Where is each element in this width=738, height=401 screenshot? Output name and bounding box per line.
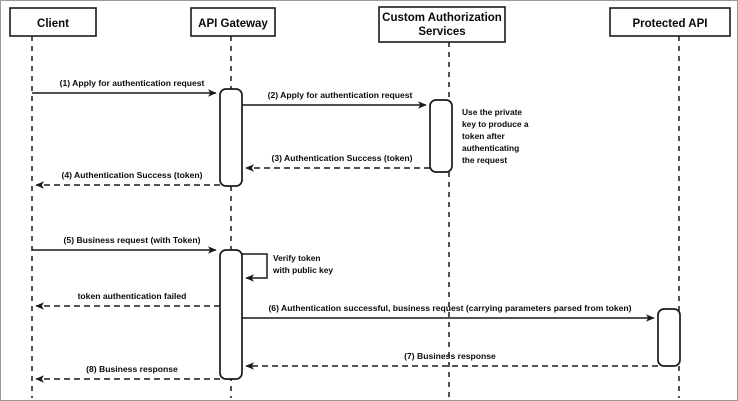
- message-7[interactable]: (7) Business response: [245, 351, 658, 370]
- participant-api-gateway[interactable]: API Gateway: [190, 7, 276, 37]
- participant-client[interactable]: Client: [9, 7, 97, 37]
- activation-api-gateway-lower: [219, 249, 243, 380]
- activation-api-gateway-upper: [219, 88, 243, 187]
- participant-custom-auth-label-line2: Services: [418, 26, 465, 38]
- note-private-key-line-2: key to produce a: [462, 119, 529, 129]
- note-private-key: Use the private key to produce a token a…: [462, 107, 529, 165]
- message-4[interactable]: (4) Authentication Success (token): [35, 170, 220, 189]
- message-3-label: (3) Authentication Success (token): [271, 153, 412, 163]
- message-5[interactable]: (5) Business request (with Token): [32, 235, 217, 254]
- message-token-authentication-failed[interactable]: token authentication failed: [35, 291, 220, 310]
- participant-api-gateway-label: API Gateway: [198, 18, 268, 30]
- participant-protected-api[interactable]: Protected API: [609, 7, 731, 37]
- message-2[interactable]: (2) Apply for authentication request: [242, 90, 427, 109]
- message-1[interactable]: (1) Apply for authentication request: [32, 78, 217, 97]
- note-private-key-line-1: Use the private: [462, 107, 522, 117]
- message-self-verify-token-label-line1: Verify token: [273, 253, 320, 263]
- activation-custom-auth: [429, 99, 453, 173]
- activation-protected-api: [657, 308, 681, 367]
- message-4-label: (4) Authentication Success (token): [61, 170, 202, 180]
- note-private-key-line-4: authenticating: [462, 143, 519, 153]
- participant-protected-api-label: Protected API: [633, 18, 708, 30]
- message-5-label: (5) Business request (with Token): [64, 235, 201, 245]
- message-3[interactable]: (3) Authentication Success (token): [245, 153, 430, 172]
- message-6[interactable]: (6) Authentication successful, business …: [242, 303, 655, 322]
- message-6-label: (6) Authentication successful, business …: [268, 303, 631, 313]
- message-self-verify-token[interactable]: Verify token with public key: [242, 253, 333, 282]
- message-1-label: (1) Apply for authentication request: [60, 78, 205, 88]
- message-token-authentication-failed-label: token authentication failed: [78, 291, 187, 301]
- message-8[interactable]: (8) Business response: [35, 364, 220, 383]
- message-self-verify-token-label-line2: with public key: [272, 265, 333, 275]
- participant-custom-auth[interactable]: Custom Authorization Services: [378, 6, 506, 43]
- message-7-label: (7) Business response: [404, 351, 496, 361]
- message-8-label: (8) Business response: [86, 364, 178, 374]
- participant-client-label: Client: [37, 18, 69, 30]
- note-private-key-line-3: token after: [462, 131, 506, 141]
- note-private-key-line-5: the request: [462, 155, 507, 165]
- message-2-label: (2) Apply for authentication request: [268, 90, 413, 100]
- participant-custom-auth-label-line1: Custom Authorization: [382, 12, 502, 24]
